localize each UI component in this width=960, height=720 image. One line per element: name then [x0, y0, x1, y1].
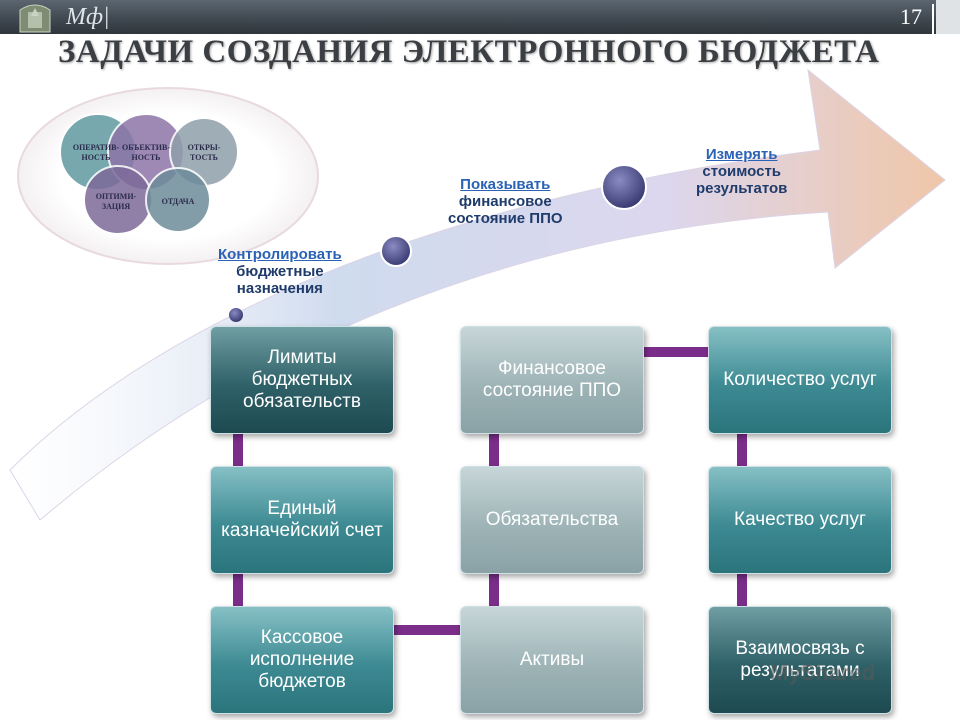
- box-cash-execution: Кассовое исполнение бюджетов: [210, 606, 394, 714]
- page-number: 17: [900, 4, 922, 29]
- window-edge: [936, 0, 960, 34]
- emblem-icon: [19, 4, 51, 33]
- svg-text:ОПЕРАТИВ-НОСТЬ: ОПЕРАТИВ-НОСТЬ: [73, 143, 120, 162]
- label-control-line: бюджетные: [236, 263, 324, 280]
- label-measure: Измерять стоимость результатов: [696, 146, 787, 197]
- label-measure-line: стоимость: [702, 163, 782, 180]
- ministry-logo-text: Мф|: [66, 4, 110, 30]
- box-treasury-account: Единый казначейский счет: [210, 466, 394, 574]
- svg-text:ОБЪЕКТИВ-НОСТЬ: ОБЪЕКТИВ-НОСТЬ: [122, 143, 170, 162]
- box-results-link: Взаимосвязь с результатами: [708, 606, 892, 714]
- top-bar: Мф| 17: [0, 0, 960, 34]
- box-assets: Активы: [460, 606, 644, 714]
- circle-label: ОПЕРАТИВ-: [73, 143, 120, 152]
- label-show-key[interactable]: Показывать: [460, 176, 551, 193]
- slide-title: ЗАДАЧИ СОЗДАНИЯ ЭЛЕКТРОННОГО БЮДЖЕТА: [58, 34, 880, 70]
- label-control-line: назначения: [236, 280, 323, 297]
- arrow-dot-small: [229, 308, 243, 322]
- circle-otdacha: [145, 167, 211, 233]
- label-measure-key[interactable]: Измерять: [705, 146, 778, 163]
- box-limits: Лимиты бюджетных обязательств: [210, 326, 394, 434]
- label-show-line: состояние ППО: [448, 210, 563, 227]
- svg-text:ОТДАЧА: ОТДАЧА: [162, 197, 195, 206]
- label-control: Контролировать бюджетные назначения: [218, 246, 342, 297]
- svg-text:ОПТИМИ-ЗАЦИЯ: ОПТИМИ-ЗАЦИЯ: [96, 192, 137, 211]
- arrow-dot-large: [601, 164, 647, 210]
- label-show-line: финансовое: [458, 193, 552, 210]
- label-show: Показывать финансовое состояние ППО: [448, 176, 563, 227]
- box-service-quantity: Количество услуг: [708, 326, 892, 434]
- watermark: MyShared: [770, 660, 876, 685]
- label-control-key[interactable]: Контролировать: [218, 246, 342, 263]
- divider: [932, 4, 934, 34]
- label-measure-line: результатов: [696, 180, 788, 197]
- box-financial-state: Финансовое состояние ППО: [460, 326, 644, 434]
- arrow-dot-medium: [380, 235, 412, 267]
- svg-text:ОТКРЫ-ТОСТЬ: ОТКРЫ-ТОСТЬ: [188, 143, 221, 162]
- box-service-quality: Качество услуг: [708, 466, 892, 574]
- box-obligations: Обязательства: [460, 466, 644, 574]
